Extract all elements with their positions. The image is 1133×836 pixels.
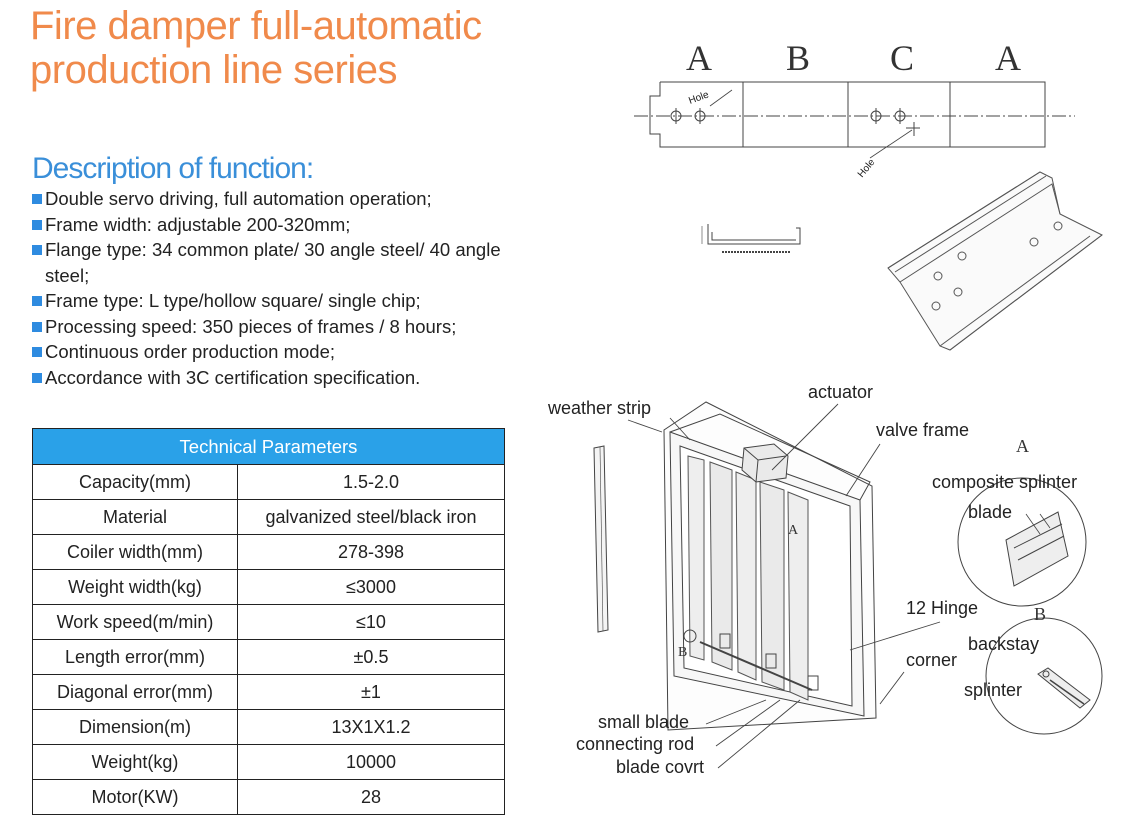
bullet-square-icon	[32, 347, 42, 357]
table-row: Diagonal error(mm)±1	[32, 674, 505, 710]
actuator-label: actuator	[808, 382, 873, 402]
table-row: Weight width(kg)≤3000	[32, 569, 505, 605]
title-line-1: Fire damper full-automatic	[30, 4, 482, 48]
section-label: C	[890, 38, 914, 78]
composite-splinter-label: composite splinter	[932, 472, 1077, 492]
marker-b: B	[678, 645, 687, 660]
blade-covrt-label: blade covrt	[616, 757, 704, 777]
technical-parameters-table: Technical Parameters Capacity(mm)1.5-2.0…	[32, 428, 505, 815]
table-row: Motor(KW)28	[32, 779, 505, 815]
table-row: Weight(kg)10000	[32, 744, 505, 780]
table-row: Work speed(m/min)≤10	[32, 604, 505, 640]
list-item: Double servo driving, full automation op…	[32, 186, 522, 212]
corner-label: corner	[906, 650, 957, 670]
list-item: Flange type: 34 common plate/ 30 angle s…	[32, 237, 522, 288]
table-row: Length error(mm)±0.5	[32, 639, 505, 675]
table-row: Capacity(mm)1.5-2.0	[32, 464, 505, 500]
table-header: Technical Parameters	[32, 428, 505, 465]
hole-label: Hole	[687, 89, 711, 107]
bullet-square-icon	[32, 194, 42, 204]
backstay-label: backstay	[968, 634, 1039, 654]
list-item: Frame type: L type/hollow square/ single…	[32, 288, 522, 314]
detail-a-marker: A	[1016, 436, 1029, 456]
list-item: Continuous order production mode;	[32, 339, 522, 365]
marker-a: A	[788, 523, 799, 538]
weather-strip-label: weather strip	[547, 398, 651, 418]
splinter-label: splinter	[964, 680, 1022, 700]
profile-section-drawing	[701, 224, 801, 253]
page-title: Fire damper full-automatic production li…	[30, 4, 482, 92]
frame-strip-drawing	[634, 81, 1075, 159]
table-row: Coiler width(mm)278-398	[32, 534, 505, 570]
small-blade-label: small blade	[598, 712, 689, 732]
hinge-label: 12 Hinge	[906, 598, 978, 618]
title-line-2: production line series	[30, 48, 397, 92]
table-row: Dimension(m)13X1X1.2	[32, 709, 505, 745]
bullet-square-icon	[32, 245, 42, 255]
connecting-rod-label: connecting rod	[576, 734, 694, 754]
list-item: Processing speed: 350 pieces of frames /…	[32, 314, 522, 340]
detail-b-marker: B	[1034, 604, 1046, 624]
valve-frame-label: valve frame	[876, 420, 969, 440]
bullet-square-icon	[32, 296, 42, 306]
hole-label: Hole	[856, 157, 878, 180]
bullet-square-icon	[32, 321, 42, 332]
detail-b-drawing	[985, 617, 1103, 735]
section-label: B	[786, 38, 810, 78]
list-item: Frame width: adjustable 200-320mm;	[32, 212, 522, 238]
detail-a-drawing	[957, 477, 1087, 607]
angle-bar-drawing	[887, 171, 1103, 351]
bullet-square-icon	[32, 219, 42, 230]
section-label: A	[995, 38, 1021, 78]
section-label: A	[686, 38, 712, 78]
damper-assembly-drawing	[593, 401, 941, 769]
list-item: Accordance with 3C certification specifi…	[32, 365, 522, 391]
description-heading: Description of function:	[32, 152, 314, 185]
blade-label: blade	[968, 502, 1012, 522]
function-list: Double servo driving, full automation op…	[32, 186, 522, 390]
bullet-square-icon	[32, 372, 42, 383]
